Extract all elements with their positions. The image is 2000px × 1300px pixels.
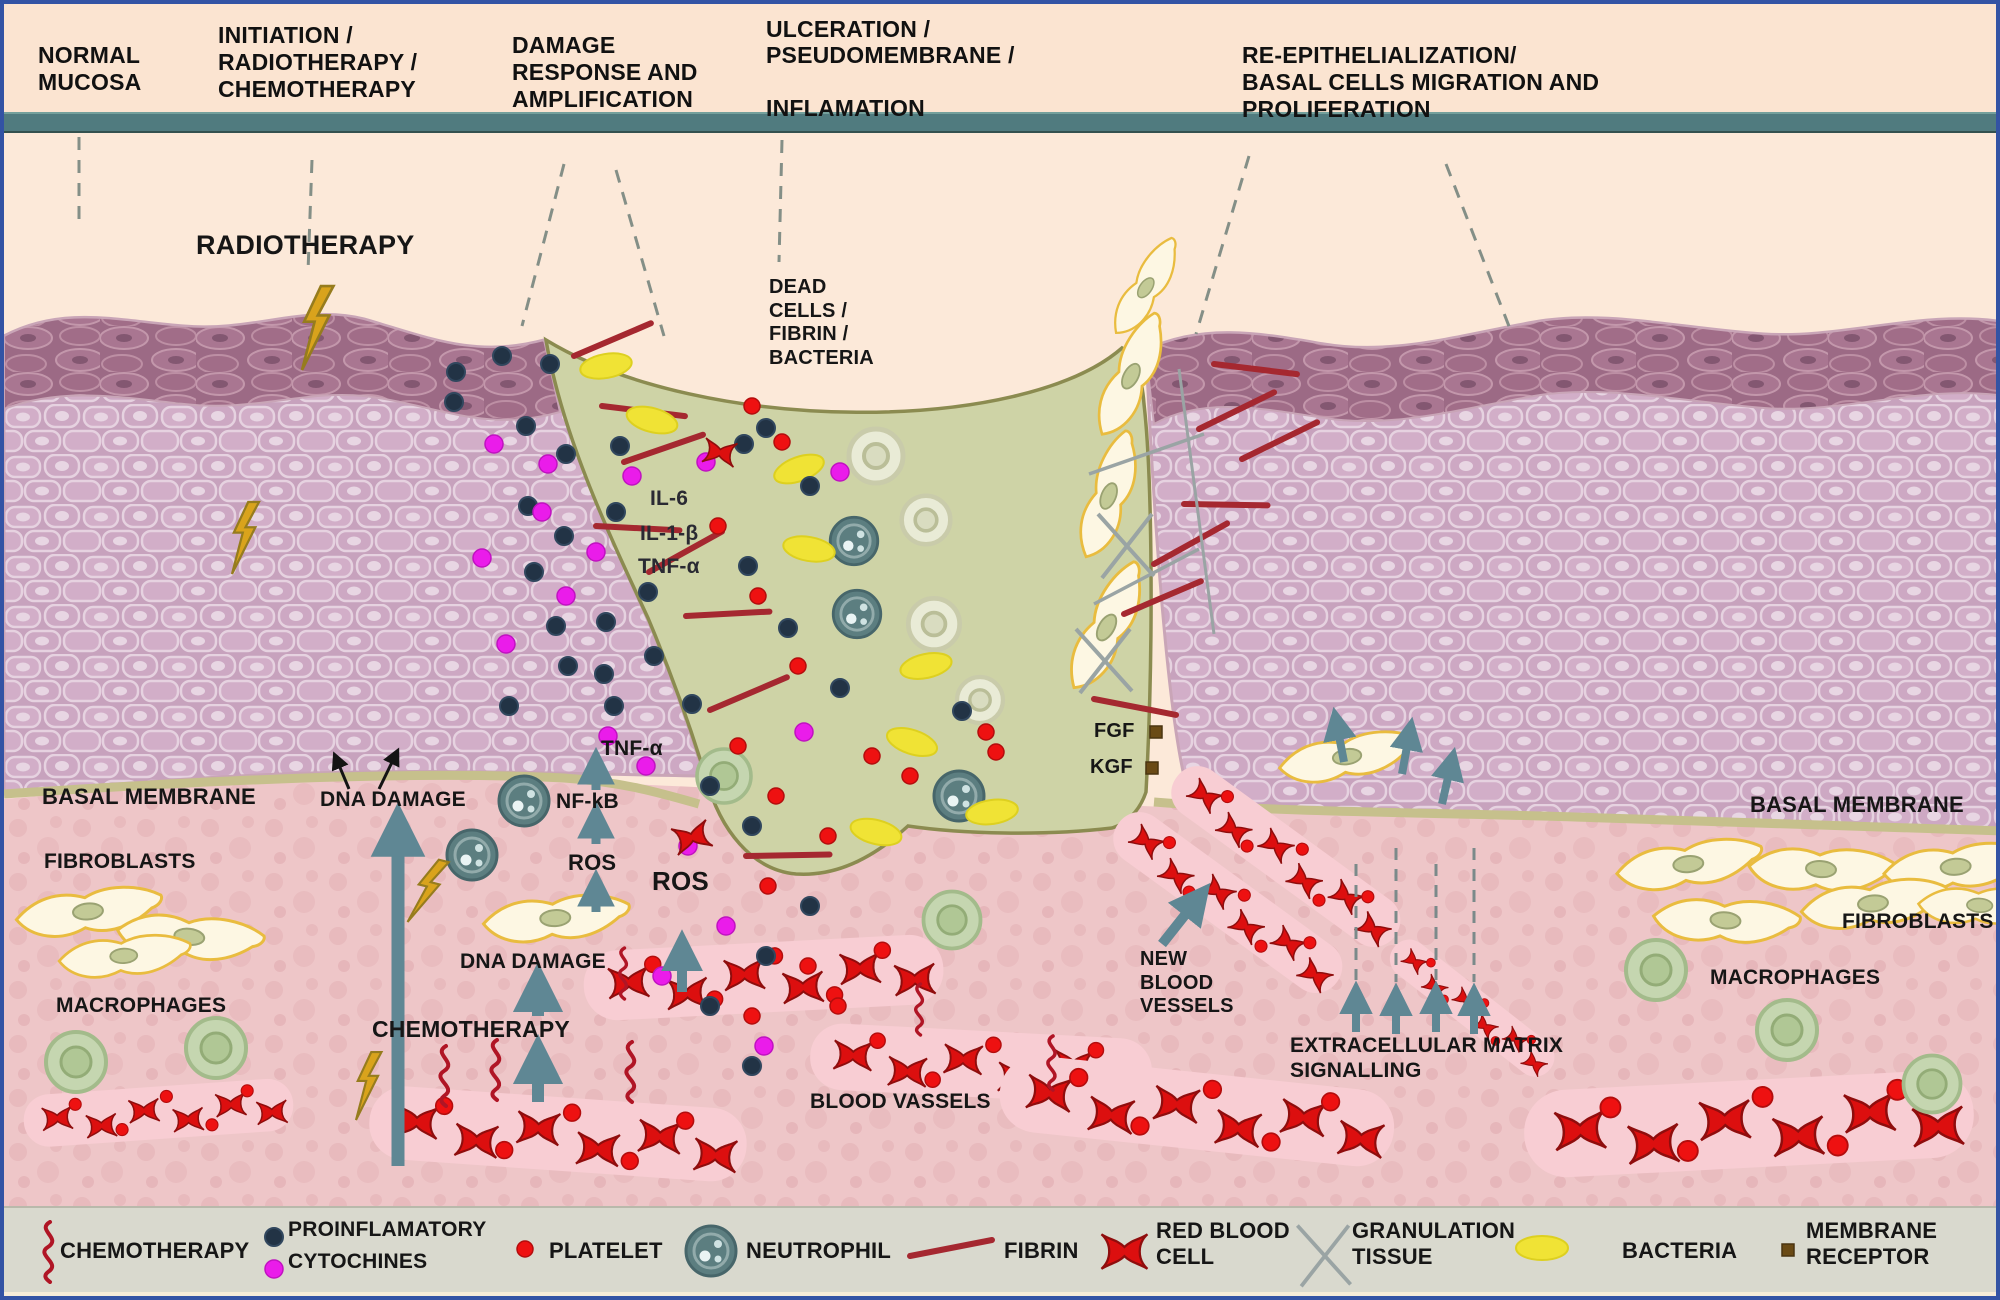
label-tnfa-top: TNF-α <box>638 555 700 578</box>
fibrin-line-icon <box>906 1232 996 1266</box>
platelet-dot-icon <box>516 1240 534 1258</box>
label-basal-membrane-right: BASAL MEMBRANE <box>1750 792 1964 817</box>
label-kgf: KGF <box>1090 756 1133 778</box>
label-ecm-signalling: EXTRACELLULAR MATRIX SIGNALLING <box>1290 1034 1564 1082</box>
migration-arrows <box>1323 706 1464 805</box>
legend-chemotherapy-label: CHEMOTHERAPY <box>60 1238 250 1263</box>
label-radiotherapy: RADIOTHERAPY <box>196 230 415 260</box>
legend-platelet-label: PLATELET <box>549 1238 663 1263</box>
legend-cytochines-label: CYTOCHINES <box>288 1250 428 1273</box>
basal-membrane-line-left <box>4 770 701 809</box>
legend-granulation-label: GRANULATION TISSUE <box>1352 1218 1516 1269</box>
label-basal-membrane-left: BASAL MEMBRANE <box>42 784 256 809</box>
legend-neutrophil-label: NEUTROPHIL <box>746 1238 891 1263</box>
label-dead-cells: DEAD CELLS / FIBRIN / BACTERIA <box>769 276 874 369</box>
label-fibroblasts-right: FIBROBLASTS <box>1842 910 1994 933</box>
label-tnfa-cascade: TNF-α <box>601 737 663 760</box>
label-ros-right: ROS <box>652 866 709 896</box>
legend-bar <box>4 1206 1996 1296</box>
neutrophil-icon <box>684 1224 738 1278</box>
epithelium-right <box>1144 316 1996 832</box>
label-il6: IL-6 <box>650 487 689 510</box>
label-dna-damage-lower: DNA DAMAGE <box>460 950 606 973</box>
granulation-tissue-marks <box>1074 368 1216 695</box>
legend-membrane-receptor-label: MEMBRANE RECEPTOR <box>1806 1218 1938 1269</box>
ecm-signalling-arrows <box>1339 848 1491 1034</box>
stage-title-damage-response: DAMAGE RESPONSE AND AMPLIFICATION <box>512 32 698 113</box>
red-blood-cell-icon <box>1100 1233 1149 1270</box>
stage-title-ulceration: ULCERATION / PSEUDOMEMBRANE / INFLAMATIO… <box>766 16 1015 121</box>
label-nfkb: NF-kB <box>556 790 619 813</box>
legend-red-blood-cell-label: RED BLOOD CELL <box>1156 1218 1290 1269</box>
stage-title-initiation: INITIATION / RADIOTHERAPY / CHEMOTHERAPY <box>218 22 418 103</box>
membrane-receptor-icon <box>1781 1243 1795 1257</box>
stage-title-reepithelialization: RE-EPITHELIALIZATION/ BASAL CELLS MIGRAT… <box>1242 42 1600 123</box>
label-macrophages-right: MACROPHAGES <box>1710 966 1881 989</box>
label-blood-vassels: BLOOD VASSELS <box>810 1090 991 1113</box>
granulation-tissue-icon <box>1295 1223 1353 1289</box>
label-dna-damage-upper: DNA DAMAGE <box>320 788 466 811</box>
legend-fibrin-label: FIBRIN <box>1004 1238 1079 1263</box>
label-fibroblasts-left: FIBROBLASTS <box>44 850 196 873</box>
tissue-illustration <box>4 104 1996 1224</box>
legend-proinflamatory-label: PROINFLAMATORY <box>288 1218 487 1241</box>
label-ros-left: ROS <box>568 850 617 875</box>
teal-divider-bar <box>4 112 1996 133</box>
basal-membrane-line-right <box>1153 797 1996 836</box>
stage-title-normal-mucosa: NORMAL MUCOSA <box>38 42 142 96</box>
legend-bacteria-label: BACTERIA <box>1622 1238 1738 1263</box>
label-il1b: IL-1-β <box>640 522 699 545</box>
signalling-arrows <box>370 746 1211 1166</box>
stage-indicator-lines <box>77 137 1514 337</box>
label-macrophages-left: MACROPHAGES <box>56 994 227 1017</box>
bacteria-icon <box>1515 1235 1569 1261</box>
label-chemotherapy: CHEMOTHERAPY <box>372 1016 570 1042</box>
label-new-blood-vessels: NEW BLOOD VESSELS <box>1140 948 1234 1018</box>
stage-header-bar <box>4 4 1996 112</box>
cytokine-dots-icon <box>264 1227 284 1279</box>
dna-damage-arrows <box>331 747 400 790</box>
chemotherapy-squiggle-icon <box>42 1220 55 1284</box>
label-fgf: FGF <box>1094 720 1135 742</box>
